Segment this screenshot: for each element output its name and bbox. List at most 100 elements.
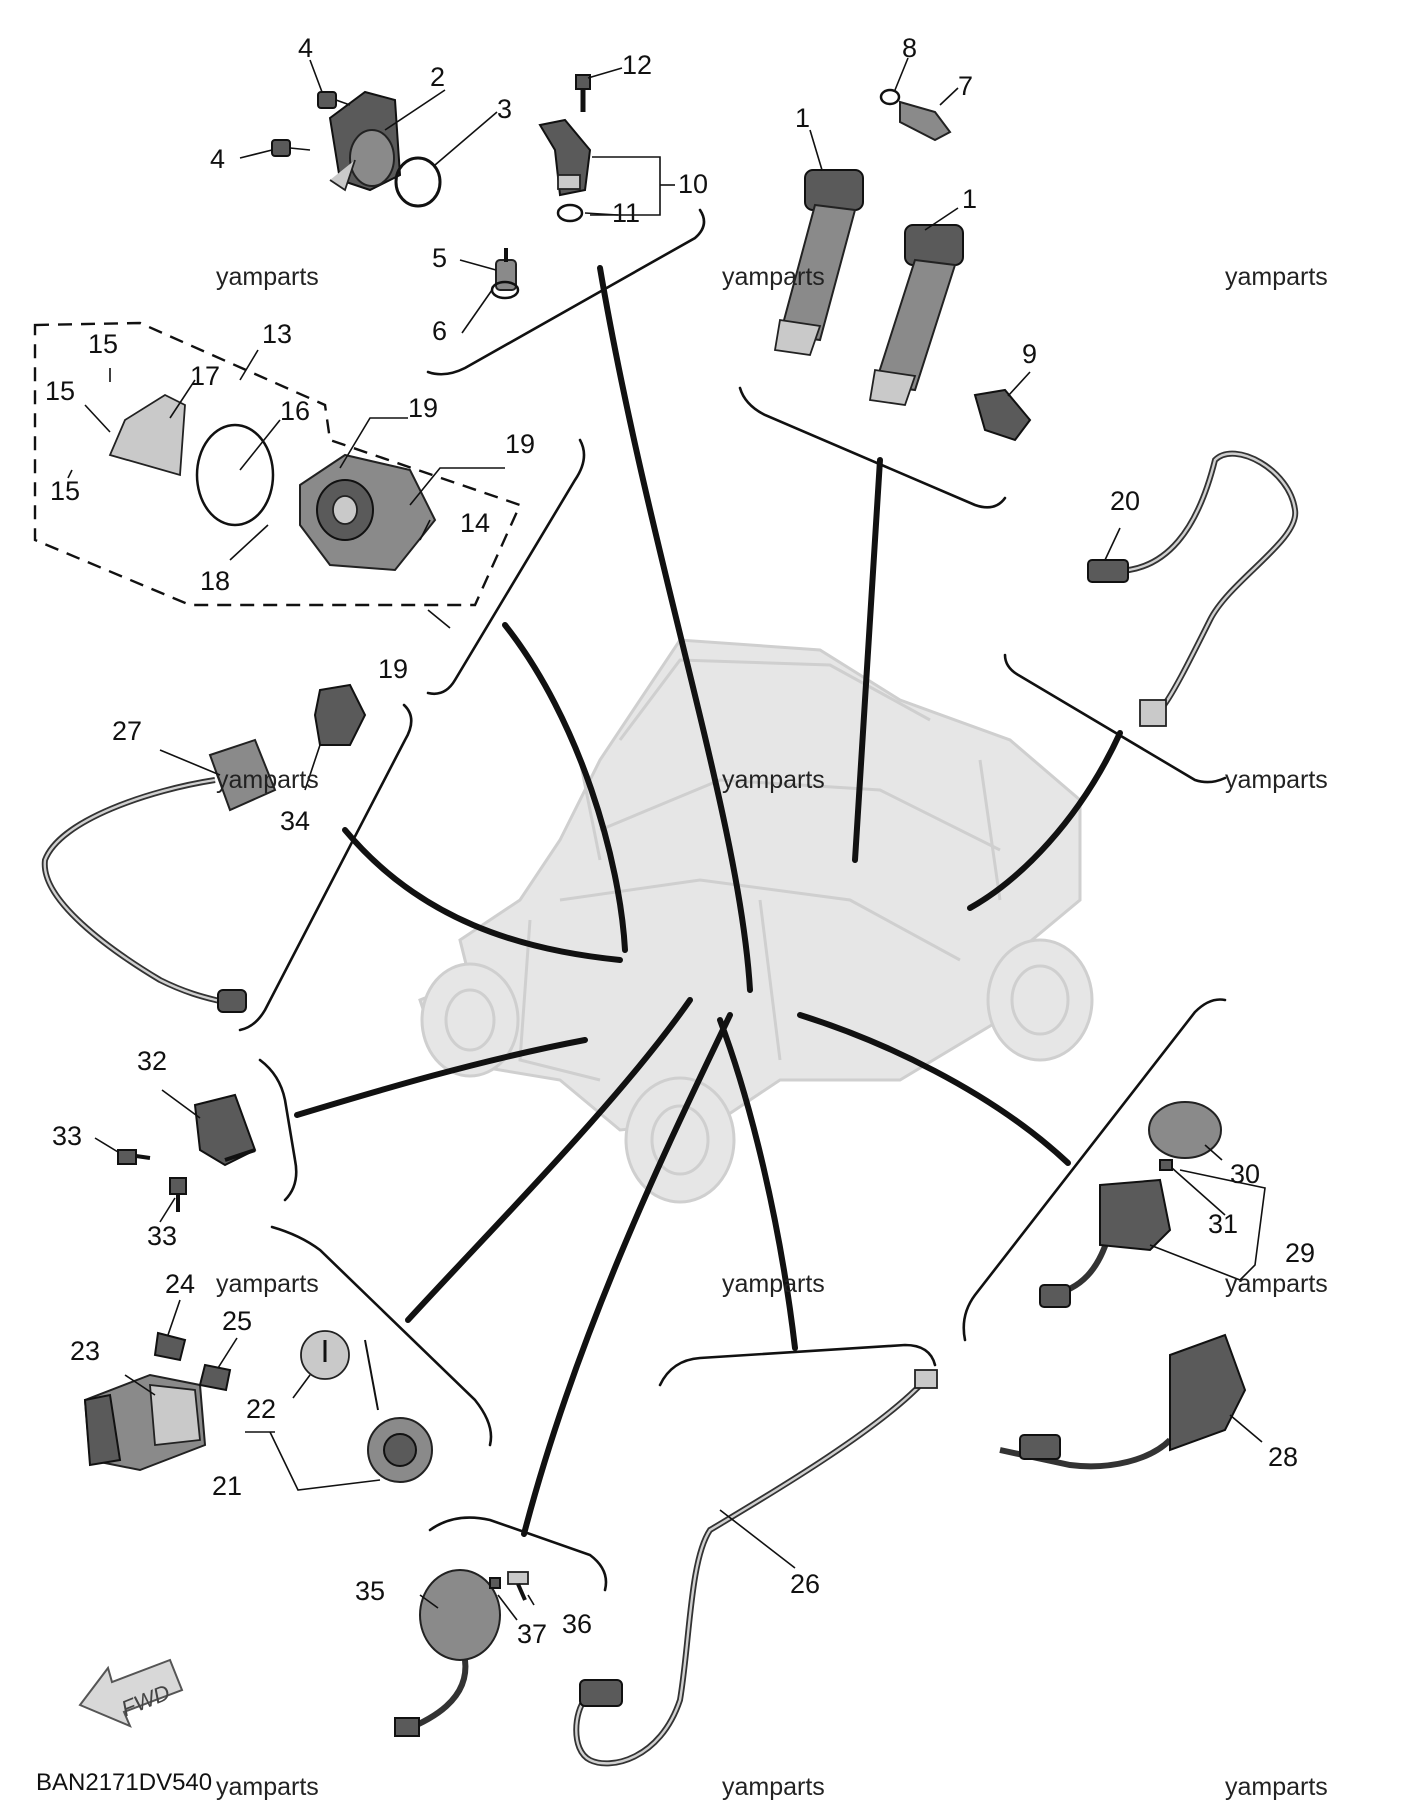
callout-13: 13 bbox=[262, 319, 292, 349]
cover-17 bbox=[108, 393, 186, 477]
housing-assembly bbox=[299, 453, 437, 572]
watermark: yamparts bbox=[216, 263, 319, 291]
callout-8: 8 bbox=[902, 33, 917, 63]
part-25 bbox=[198, 1363, 232, 1392]
bolt-36 bbox=[507, 1571, 529, 1601]
bolt-33b bbox=[169, 1177, 187, 1212]
callout-35: 35 bbox=[355, 1576, 385, 1606]
o-ring-11 bbox=[556, 203, 584, 223]
callout-4a: 4 bbox=[298, 33, 313, 63]
callout-19c: 19 bbox=[378, 654, 408, 684]
oxygen-sensor-20 bbox=[1087, 450, 1299, 727]
callout-11: 11 bbox=[612, 198, 640, 228]
sensor-32 bbox=[193, 1093, 257, 1167]
key-22 bbox=[300, 1330, 350, 1380]
callout-32: 32 bbox=[137, 1046, 167, 1076]
callout-9: 9 bbox=[1022, 339, 1037, 369]
callout-4b: 4 bbox=[210, 144, 225, 174]
callout-15c: 15 bbox=[50, 476, 80, 506]
callout-17: 17 bbox=[190, 361, 220, 391]
callout-10: 10 bbox=[678, 169, 708, 199]
watermark: yamparts bbox=[722, 263, 825, 291]
o-ring-8 bbox=[879, 88, 901, 106]
callout-12: 12 bbox=[622, 50, 652, 80]
part-24 bbox=[153, 1331, 187, 1362]
callout-18: 18 bbox=[200, 566, 230, 596]
callout-2: 2 bbox=[430, 62, 445, 92]
sensor-10 bbox=[538, 118, 592, 197]
bolt-4a bbox=[317, 91, 351, 109]
switch-21 bbox=[364, 1339, 433, 1483]
watermark: yamparts bbox=[1225, 1773, 1328, 1801]
group-brackets bbox=[238, 208, 1227, 1592]
sensor-2 bbox=[328, 90, 402, 192]
washer-37 bbox=[489, 1577, 501, 1589]
bolt-33a bbox=[117, 1149, 151, 1165]
callout-37: 37 bbox=[517, 1619, 547, 1649]
watermark: yamparts bbox=[216, 766, 319, 794]
watermark: yamparts bbox=[216, 1270, 319, 1298]
callout-16: 16 bbox=[280, 396, 310, 426]
sensor-28 bbox=[999, 1333, 1247, 1470]
callout-20: 20 bbox=[1110, 486, 1140, 516]
callout-3: 3 bbox=[497, 94, 512, 124]
callout-numbers: 1 1 2 3 4 4 5 6 7 8 9 10 11 12 13 14 15 … bbox=[45, 33, 1315, 1649]
o-ring-3 bbox=[394, 156, 442, 208]
watermarks: yamparts yamparts yamparts yamparts yamp… bbox=[216, 263, 1328, 1801]
sensor-35 bbox=[394, 1569, 501, 1737]
callout-33a: 33 bbox=[52, 1121, 82, 1151]
callout-leaders bbox=[67, 57, 1266, 1621]
callout-33b: 33 bbox=[147, 1221, 177, 1251]
callout-1a: 1 bbox=[795, 103, 810, 133]
bolt-12 bbox=[575, 74, 591, 112]
callout-30: 30 bbox=[1230, 1159, 1260, 1189]
watermark: yamparts bbox=[1225, 766, 1328, 794]
callout-22: 22 bbox=[246, 1394, 276, 1424]
callout-29: 29 bbox=[1285, 1238, 1315, 1268]
washer-31 bbox=[1159, 1159, 1173, 1171]
callout-34: 34 bbox=[280, 806, 310, 836]
sensor-29 bbox=[1039, 1178, 1172, 1308]
watermark: yamparts bbox=[722, 1270, 825, 1298]
callout-15b: 15 bbox=[45, 376, 75, 406]
ignition-coil-1a bbox=[773, 169, 864, 356]
cap-30 bbox=[1148, 1101, 1222, 1159]
gasket-16 bbox=[195, 423, 275, 527]
cap-34 bbox=[313, 683, 367, 746]
callout-36: 36 bbox=[562, 1609, 592, 1639]
watermark: yamparts bbox=[722, 1773, 825, 1801]
callout-25: 25 bbox=[222, 1306, 252, 1336]
callout-26: 26 bbox=[790, 1569, 820, 1599]
callout-5: 5 bbox=[432, 243, 447, 273]
callout-21: 21 bbox=[212, 1471, 242, 1501]
vehicle-outline bbox=[418, 638, 1094, 1204]
watermark: yamparts bbox=[216, 1773, 319, 1801]
sensor-7 bbox=[899, 100, 952, 142]
watermark: yamparts bbox=[1225, 263, 1328, 291]
callout-27: 27 bbox=[112, 716, 142, 746]
callout-6: 6 bbox=[432, 316, 447, 346]
callout-19a: 19 bbox=[408, 393, 438, 423]
bolt-4b bbox=[271, 139, 311, 157]
callout-31: 31 bbox=[1208, 1209, 1238, 1239]
sensor-9 bbox=[973, 388, 1032, 442]
diagram-code: BAN2171DV540 bbox=[36, 1769, 212, 1796]
callout-group-leaders bbox=[294, 265, 1123, 1537]
callout-28: 28 bbox=[1268, 1442, 1298, 1472]
callout-24: 24 bbox=[165, 1269, 195, 1299]
callout-1b: 1 bbox=[962, 184, 977, 214]
sensor-26 bbox=[573, 1369, 938, 1767]
callout-23: 23 bbox=[70, 1336, 100, 1366]
forward-arrow-icon: FWD bbox=[78, 1658, 184, 1728]
ignition-coil-1b bbox=[868, 224, 964, 406]
switch-23 bbox=[83, 1373, 207, 1472]
callout-19b: 19 bbox=[505, 429, 535, 459]
watermark: yamparts bbox=[1225, 1270, 1328, 1298]
assembly-box-13 bbox=[33, 321, 522, 607]
callout-15a: 15 bbox=[88, 329, 118, 359]
callout-7: 7 bbox=[958, 71, 973, 101]
callout-14: 14 bbox=[460, 508, 490, 538]
watermark: yamparts bbox=[722, 766, 825, 794]
sensor-27 bbox=[41, 738, 277, 1013]
